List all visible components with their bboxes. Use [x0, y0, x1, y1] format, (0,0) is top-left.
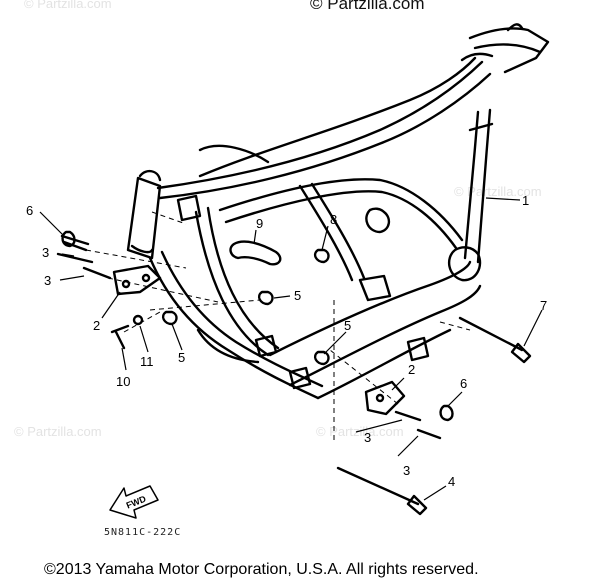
callout-6-nut: 6: [26, 203, 33, 218]
faint-watermark: © Partzilla.com: [454, 184, 542, 199]
lower-cradle-rail: [268, 260, 472, 357]
mount-boss: [447, 246, 482, 282]
front-engine-bracket: [112, 264, 162, 296]
callout-4: 4: [448, 474, 455, 489]
backbone-tube: [156, 60, 484, 190]
rear-downtube: [463, 110, 480, 260]
fwd-arrow-icon: FWD: [109, 485, 159, 519]
callout-10: 10: [116, 374, 130, 389]
copyright-footer: ©2013 Yamaha Motor Corporation, U.S.A. A…: [44, 561, 479, 578]
rear-engine-bracket: [364, 380, 406, 416]
faint-watermark: © Partzilla.com: [14, 424, 102, 439]
part-code: 5N811C-222C: [104, 527, 182, 538]
engine-bracket-9: [229, 240, 282, 266]
callout-3-bolt: 3: [42, 245, 49, 260]
callout-3-bolt: 3: [44, 273, 51, 288]
callout-7: 7: [540, 298, 547, 313]
callout-5-nut: 5: [178, 350, 185, 365]
steering-head: [126, 176, 162, 260]
callout-2-rear-bracket: 2: [408, 362, 415, 377]
crossmember: [218, 178, 464, 242]
callout-8: 8: [330, 212, 337, 227]
long-bolt-7: [458, 316, 524, 352]
top-watermark: © Partzilla.com: [310, 0, 425, 13]
callout-1: 1: [522, 193, 529, 208]
callout-11: 11: [140, 354, 154, 369]
callout-3-bolt: 3: [403, 463, 410, 478]
callout-5-nut: 5: [344, 318, 351, 333]
callout-6-nut: 6: [460, 376, 467, 391]
callout-2-front-bracket: 2: [93, 318, 100, 333]
long-bolt-4: [336, 466, 420, 506]
callout-9: 9: [256, 216, 263, 231]
callout-3-bolt: 3: [364, 430, 371, 445]
faint-watermark: © Partzilla.com: [24, 0, 112, 11]
callout-5-nut: 5: [294, 288, 301, 303]
